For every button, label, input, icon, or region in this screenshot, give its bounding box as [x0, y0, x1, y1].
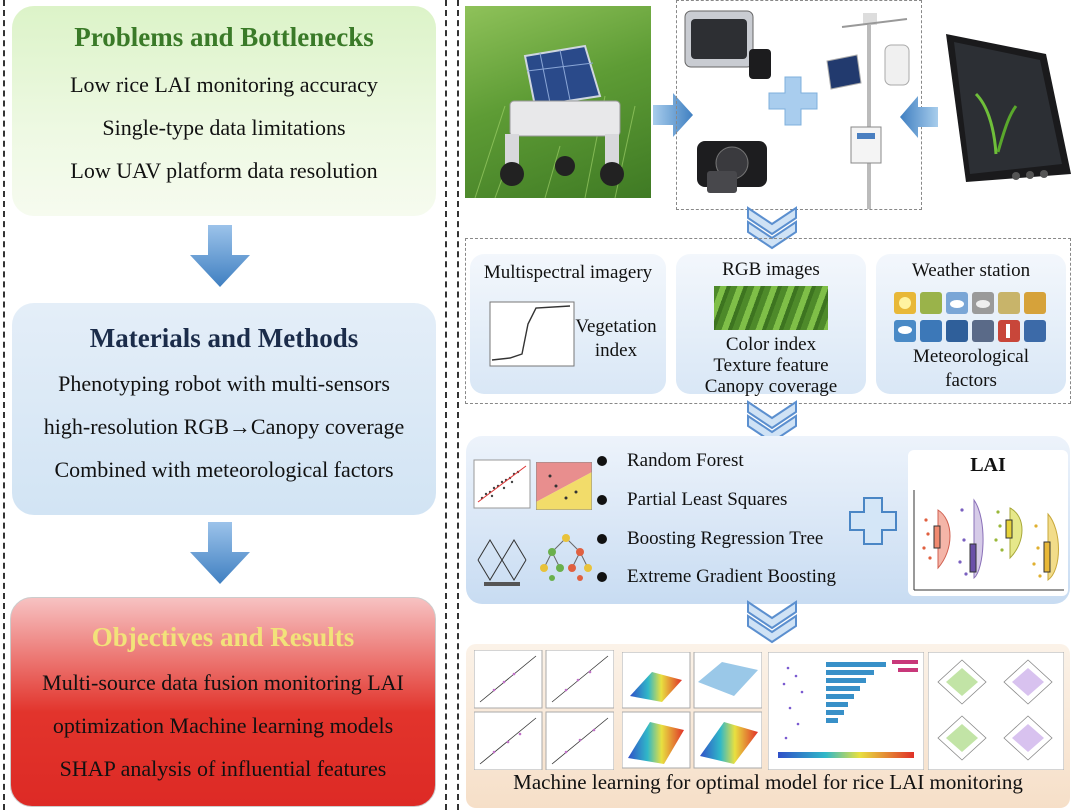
problems-title: Problems and Bottlenecks — [74, 22, 374, 52]
data-sources-box — [465, 238, 1071, 404]
model-item-xgboost: Extreme Gradient Boosting — [597, 566, 836, 588]
rgb-title: RGB images — [722, 259, 820, 280]
classification-plot-thumbnail — [536, 462, 592, 510]
objectives-line-1: Multi-source data fusion monitoring LAI — [42, 670, 404, 695]
tablet-device-image — [936, 24, 1076, 186]
rgb-feature-color-index: Color index — [725, 334, 817, 355]
objectives-line-2: optimization Machine learning models — [52, 713, 394, 738]
shap-summary-thumbnail — [768, 652, 924, 770]
weather-label-line1: Meteorological — [912, 346, 1030, 367]
multispectral-card: Multispectral imagery Vegetation index — [470, 254, 666, 394]
model-item-brt: Boosting Regression Tree — [597, 528, 823, 550]
weather-title: Weather station — [911, 260, 1031, 281]
bullet-icon — [597, 572, 607, 582]
plus-icon — [849, 497, 897, 545]
rgb-camera-icon — [697, 141, 767, 193]
weather-station-icon — [826, 13, 910, 209]
scatter-plot-thumbnail — [473, 459, 531, 509]
bullet-icon — [597, 495, 607, 505]
lai-label: LAI — [970, 454, 1006, 476]
footer-caption: Machine learning for optimal model for r… — [513, 770, 1023, 794]
weather-label-line2: factors — [945, 370, 997, 391]
down-arrow-icon-1 — [190, 225, 250, 287]
problems-line-3: Low UAV platform data resolution — [70, 158, 378, 183]
down-arrow-icon-2 — [190, 522, 250, 584]
rgb-card: RGB images Color index Texture feature C… — [676, 254, 866, 397]
model-item-random-forest: Random Forest — [597, 450, 744, 472]
network-diagram-thumbnail — [477, 539, 527, 586]
problems-panel: Problems and Bottlenecks Low rice LAI mo… — [12, 6, 436, 216]
bullet-icon — [597, 534, 607, 544]
rgb-leaf-image — [714, 286, 828, 330]
weather-icons-grid — [894, 292, 1046, 342]
methods-line-3: Combined with meteorological factors — [54, 457, 394, 482]
objectives-panel: Objectives and Results Multi-source data… — [10, 597, 436, 807]
right-arrow-icon — [653, 93, 693, 137]
sensors-box — [676, 0, 922, 210]
phenotyping-robot-photo — [465, 6, 651, 198]
problems-line-1: Low rice LAI monitoring accuracy — [70, 72, 378, 97]
model-item-pls: Partial Least Squares — [597, 489, 787, 511]
objectives-title: Objectives and Results — [91, 622, 355, 652]
multispectral-camera-icon — [684, 10, 771, 79]
methods-title: Materials and Methods — [89, 323, 359, 353]
regression-plots-thumbnail — [474, 650, 614, 770]
left-arrow-icon — [900, 96, 938, 138]
lai-chart-area: LAI — [908, 450, 1068, 596]
multispectral-label-line1: Vegetation — [575, 316, 657, 337]
rgb-feature-texture: Texture feature — [713, 355, 829, 376]
surface-plots-thumbnail — [622, 652, 762, 769]
problems-line-2: Single-type data limitations — [102, 115, 346, 140]
divider-middle — [445, 0, 447, 810]
methods-line-2: high-resolution RGB→Canopy coverage — [43, 414, 405, 439]
spectral-curve-plot — [489, 301, 575, 367]
multispectral-title: Multispectral imagery — [483, 262, 653, 283]
divider-left — [3, 0, 5, 810]
chevron-down-icon-3 — [747, 600, 797, 644]
methods-line-1: Phenotyping robot with multi-sensors — [58, 371, 390, 396]
bullet-icon — [597, 456, 607, 466]
multispectral-label-line2: index — [594, 340, 638, 361]
rgb-feature-canopy: Canopy coverage — [704, 376, 838, 397]
divider-center — [457, 0, 459, 810]
objectives-line-3: SHAP analysis of influential features — [59, 756, 387, 781]
methods-panel: Materials and Methods Phenotyping robot … — [12, 303, 436, 515]
radar-plots-thumbnail — [928, 652, 1064, 770]
decision-tree-thumbnail — [540, 534, 592, 581]
weather-card: Weather station Meteorological factors — [876, 254, 1066, 394]
